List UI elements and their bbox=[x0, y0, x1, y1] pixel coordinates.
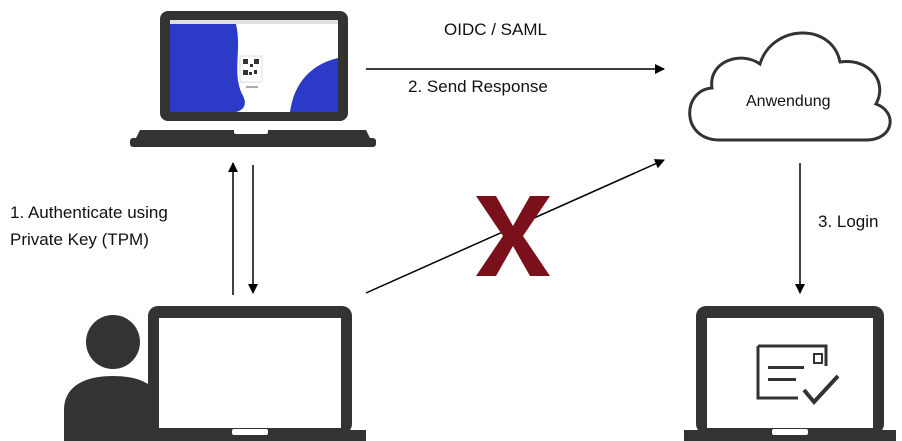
authenticate-label-line2: Private Key (TPM) bbox=[10, 230, 149, 249]
login-label: 3. Login bbox=[818, 212, 879, 231]
certificate-icon bbox=[756, 344, 840, 406]
bottom-right-laptop-icon bbox=[684, 306, 896, 441]
application-label: Anwendung bbox=[746, 93, 831, 110]
bottom-left-laptop-icon bbox=[134, 306, 366, 441]
protocol-label: OIDC / SAML bbox=[444, 20, 547, 39]
top-laptop-icon bbox=[130, 11, 376, 147]
user-icon bbox=[64, 315, 162, 441]
cloud-icon bbox=[688, 31, 892, 142]
send-response-label: 2. Send Response bbox=[408, 77, 548, 96]
authenticate-label-line1: 1. Authenticate using bbox=[10, 203, 168, 222]
qr-code-icon bbox=[243, 59, 259, 75]
cross-icon bbox=[476, 196, 550, 276]
